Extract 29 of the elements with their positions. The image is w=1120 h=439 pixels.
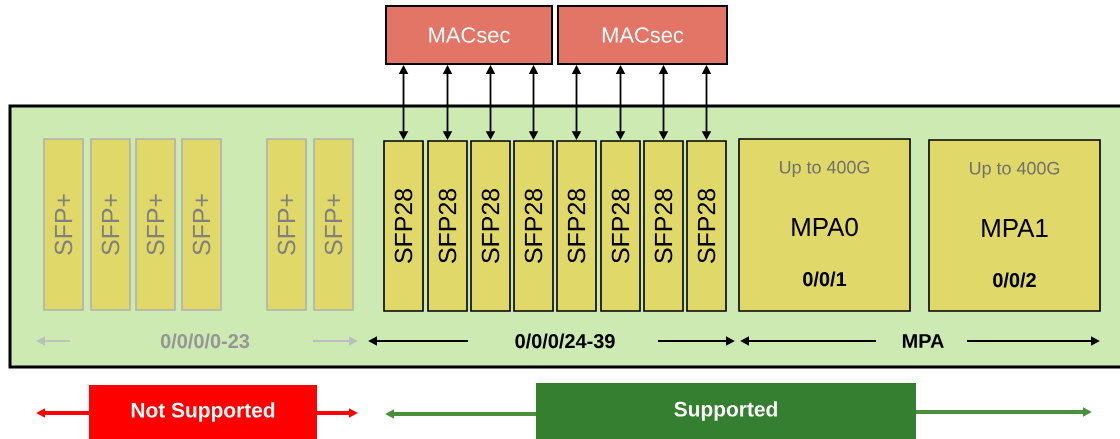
macsec-box: MACsec [557, 5, 728, 65]
port-slot: SFP28 [600, 140, 641, 312]
port-slot: SFP28 [643, 140, 684, 312]
status-banner: Not Supported [89, 385, 317, 439]
port-slot: SFP+ [266, 138, 307, 311]
module-box [738, 138, 911, 312]
port-slot: SFP+ [313, 138, 354, 311]
range-label: MPA [902, 334, 944, 348]
slot-id: 0/0/1 [803, 271, 847, 287]
port-slot: SFP28 [470, 140, 511, 312]
port-slot: SFP28 [556, 140, 597, 312]
capacity-text: Up to 400G [970, 161, 1059, 179]
port-slot: SFP+ [135, 138, 176, 311]
port-slot: SFP28 [383, 140, 424, 312]
status-banner: Supported [536, 383, 916, 439]
module-box [928, 139, 1101, 312]
module-label: MPA0 [792, 217, 858, 237]
port-slot: SFP+ [90, 138, 131, 311]
slot-id: 0/0/2 [993, 272, 1036, 288]
port-slot: SFP28 [513, 140, 554, 312]
range-label: 0/0/0/0-23 [160, 333, 250, 349]
port-slot: SFP28 [427, 140, 468, 312]
port-slot: SFP+ [43, 138, 84, 311]
port-slot: SFP28 [686, 140, 727, 312]
capacity-text: Up to 400G [780, 160, 869, 178]
macsec-box: MACsec [385, 5, 553, 65]
port-slot: SFP+ [181, 138, 222, 311]
module-label: MPA1 [982, 219, 1048, 237]
range-label: 0/0/0/24-39 [515, 333, 615, 349]
